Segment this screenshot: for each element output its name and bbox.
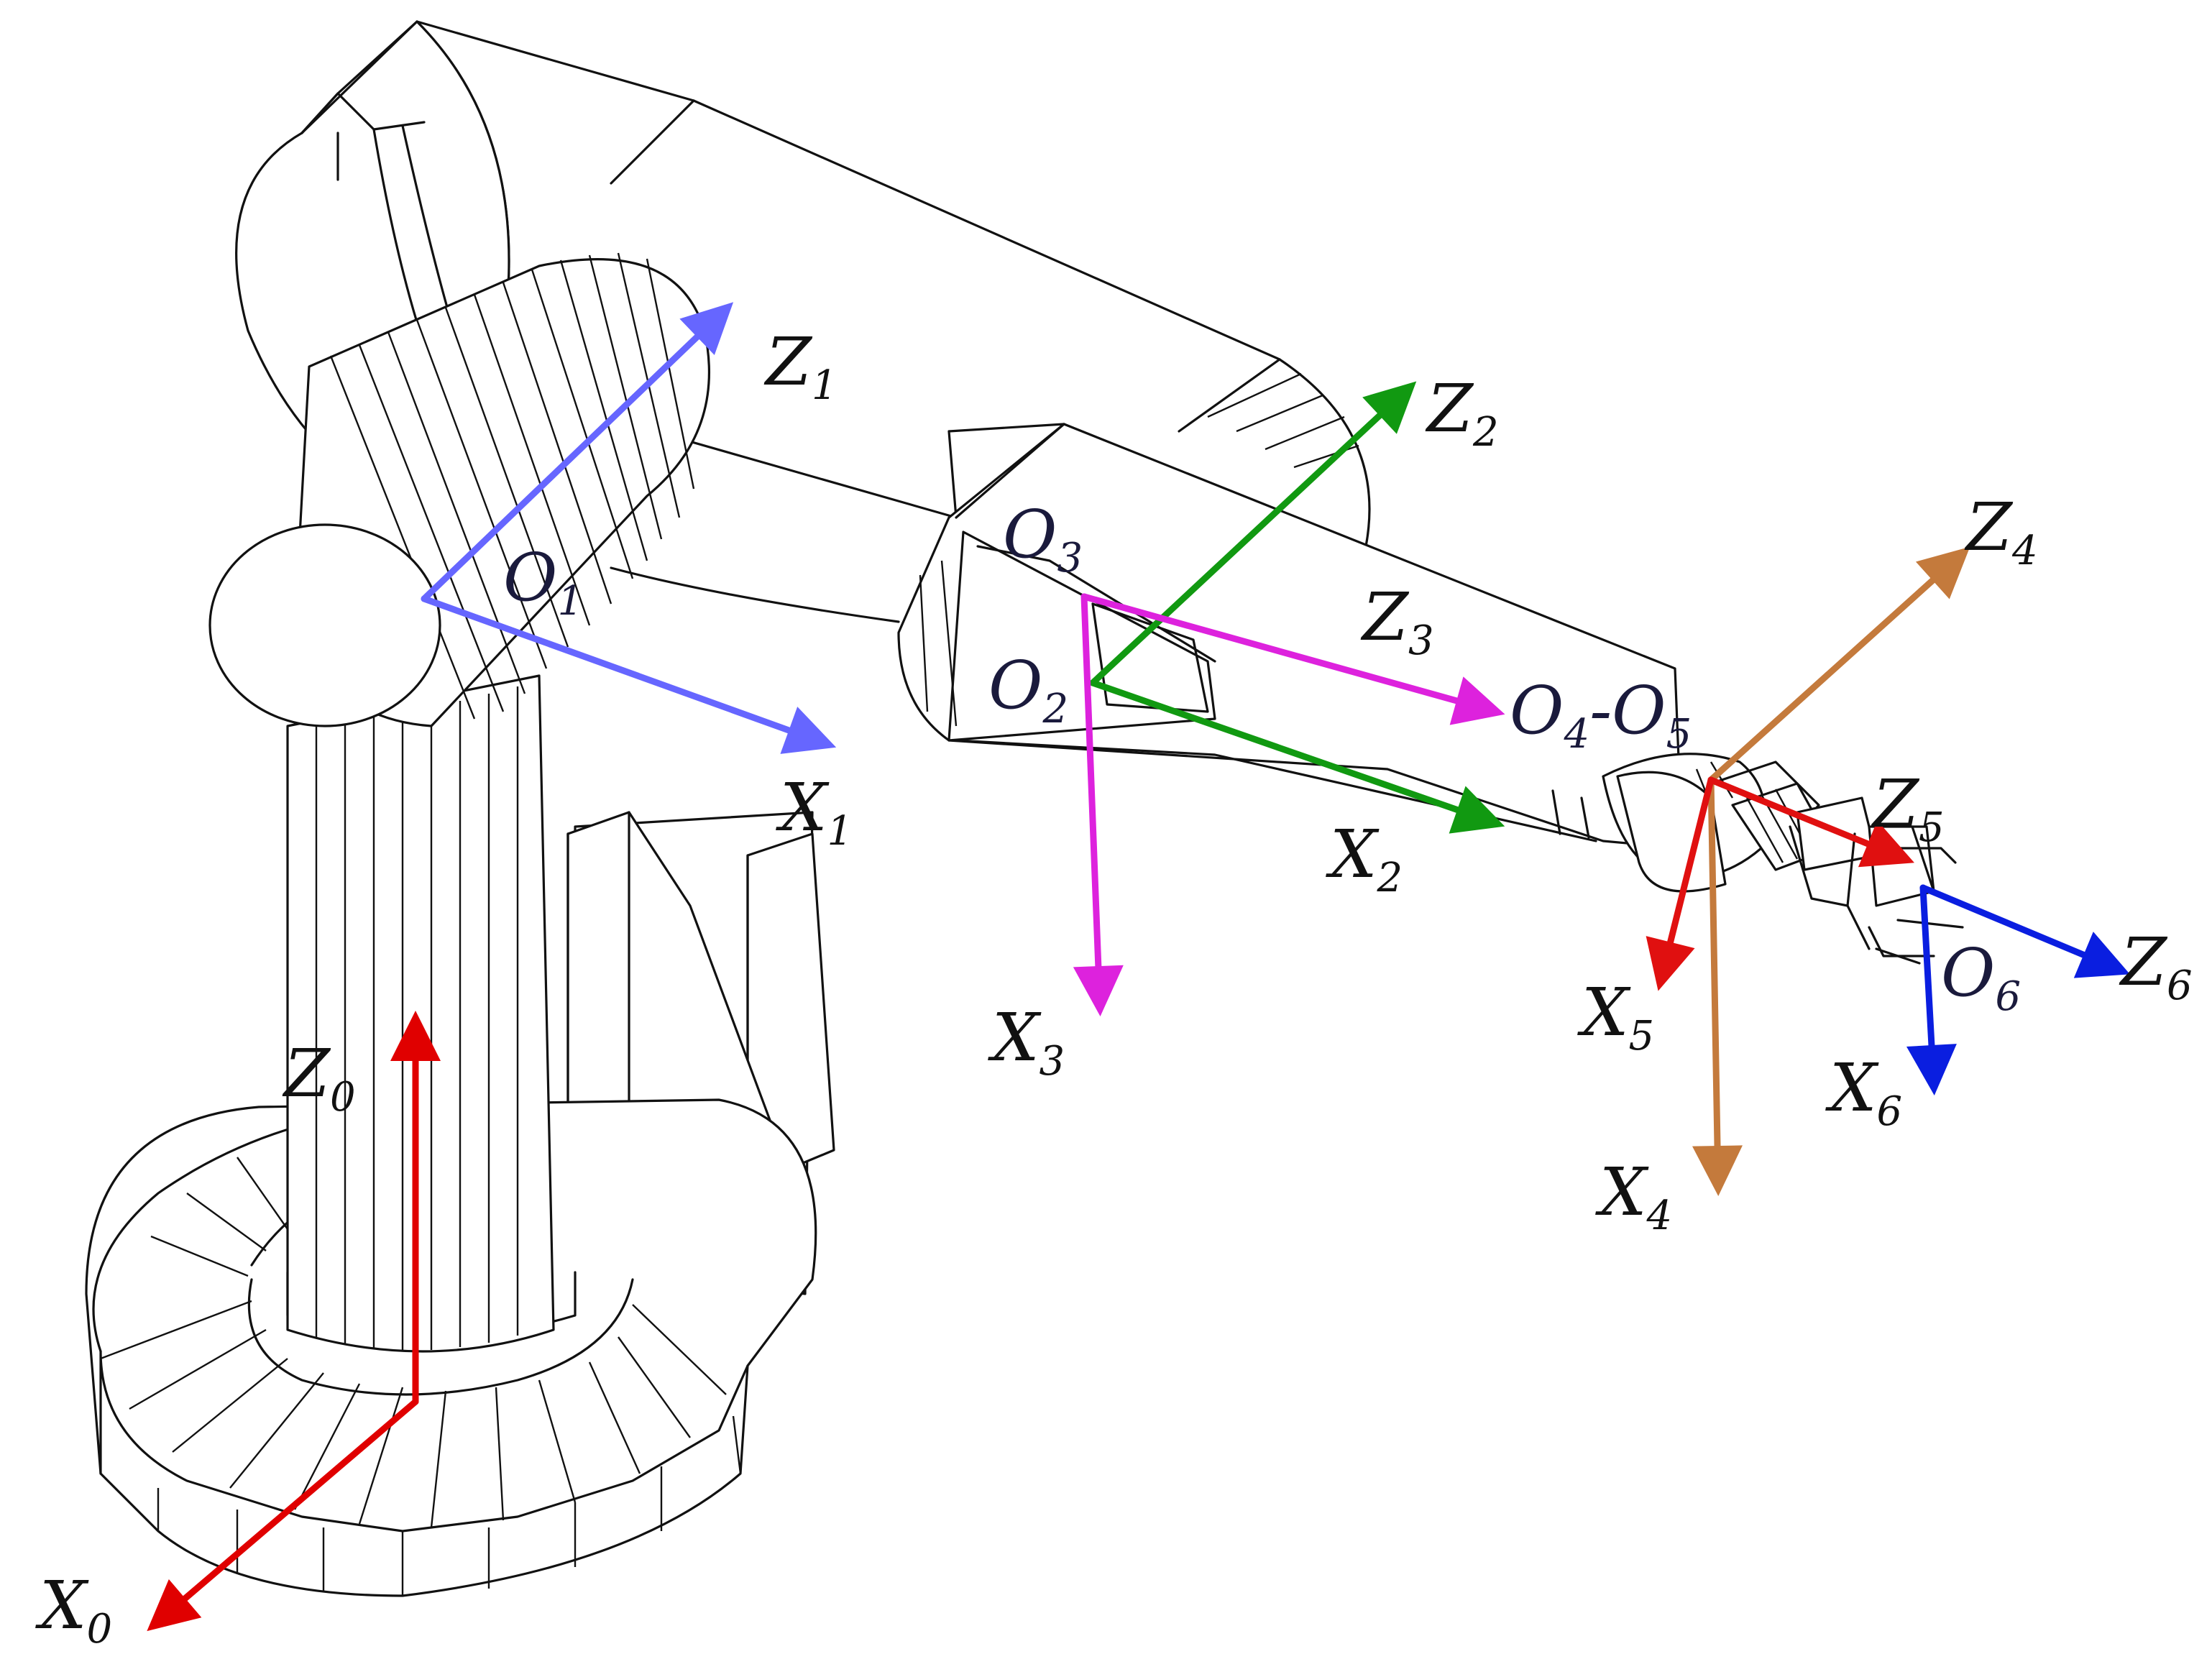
robot-drawing [85, 20, 1964, 1597]
z6-axis-arrow [1919, 884, 2130, 978]
x3-axis-arrow [1073, 593, 1124, 1016]
label-z0: Z0 [282, 1035, 356, 1121]
label-x0: X0 [35, 1567, 112, 1653]
label-z1: Z1 [763, 323, 837, 409]
label-x2: X2 [1326, 816, 1403, 901]
x0-axis-arrow [147, 1398, 419, 1632]
x5-axis-arrow [1646, 776, 1715, 991]
x1-axis-arrow [421, 595, 837, 754]
frame-3 [1073, 593, 1505, 1016]
x2-axis-arrow [1089, 679, 1505, 834]
frame-0 [147, 1011, 441, 1632]
label-x4: X4 [1595, 1154, 1672, 1239]
z4-axis-arrow [1707, 546, 1970, 784]
label-z3: Z3 [1360, 579, 1434, 664]
label-z5: Z5 [1871, 766, 1945, 851]
z3-axis-arrow [1080, 593, 1505, 725]
label-o6: O6 [1941, 934, 2021, 1020]
label-o4-o5: O4-O5 [1510, 672, 1692, 758]
label-o2: O2 [988, 647, 1068, 732]
z1-axis-arrow [421, 302, 734, 602]
connector-line [610, 566, 900, 623]
z2-axis-arrow [1089, 381, 1417, 686]
label-o1: O1 [503, 539, 583, 625]
label-z4: Z4 [1964, 489, 2038, 574]
label-x3: X3 [988, 999, 1065, 1085]
frame-6 [1906, 884, 2130, 1095]
label-z6: Z6 [2119, 924, 2193, 1009]
column [286, 674, 555, 1353]
labels: Z0 X0 Z1 X1 O1 Z2 X2 O2 Z3 X3 O3 O4-O5 Z… [35, 323, 2193, 1653]
frame-2 [1089, 381, 1505, 834]
frame-5 [1646, 776, 1914, 991]
label-x5: X5 [1577, 974, 1654, 1060]
x6-axis-arrow [1906, 884, 1957, 1095]
z5-axis-arrow [1707, 776, 1914, 868]
x4-axis-arrow [1692, 776, 1743, 1196]
shoulder-cylinder [208, 252, 710, 727]
label-x1: X1 [776, 769, 853, 855]
label-x6: X6 [1825, 1049, 1902, 1135]
frame-1 [421, 302, 837, 754]
label-o3: O3 [1003, 496, 1083, 582]
frame-4 [1692, 546, 1970, 1196]
label-z2: Z2 [1425, 370, 1499, 456]
